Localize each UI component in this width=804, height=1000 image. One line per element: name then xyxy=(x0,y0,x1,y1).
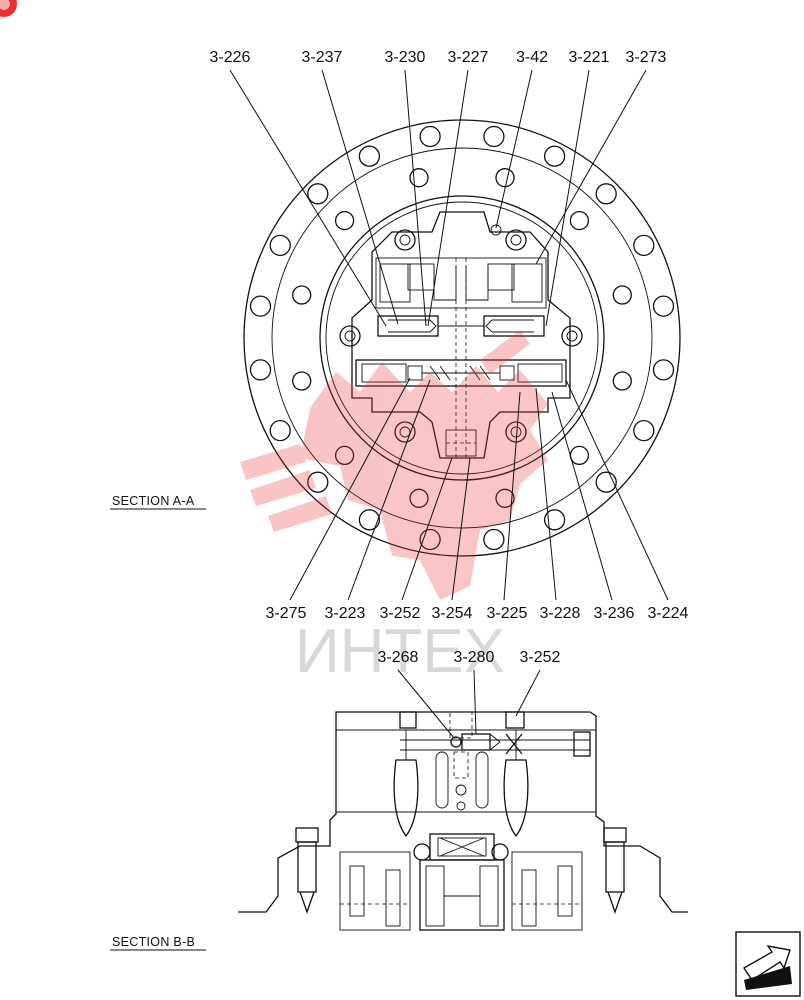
callout-label: 3-230 xyxy=(385,49,426,66)
callout-label: 3-225 xyxy=(487,605,528,622)
callout-label: 3-228 xyxy=(540,605,581,622)
watermark-text: ИНТЕХ xyxy=(295,617,505,686)
bolt-hole xyxy=(483,125,505,148)
bolt-hole xyxy=(495,488,515,508)
bolt-hole xyxy=(419,528,441,551)
section-b-drawing xyxy=(238,711,688,931)
bolt-hole xyxy=(569,210,590,231)
bottom-callouts: 3-275 3-223 3-252 3-254 3-225 3-228 3-23… xyxy=(266,605,689,622)
bolt-hole xyxy=(307,471,329,493)
callout-label: 3-42 xyxy=(516,49,548,66)
red-badge-icon xyxy=(0,0,17,17)
bolt-hole xyxy=(652,295,675,317)
bolt-hole xyxy=(249,295,272,317)
bolt-hole xyxy=(269,419,291,442)
bolt-hole xyxy=(543,509,566,531)
bolt-hole xyxy=(358,145,381,167)
watermark-logo xyxy=(240,330,548,600)
bolt-hole xyxy=(569,445,590,466)
bolt-hole xyxy=(612,371,632,391)
callout-label: 3-237 xyxy=(302,49,343,66)
bolt-hole xyxy=(483,528,505,551)
section-a-label: SECTION A-A xyxy=(112,494,195,508)
section-b-label: SECTION B-B xyxy=(112,935,195,949)
bolt-hole xyxy=(358,509,381,531)
bolt-hole xyxy=(334,445,355,466)
bolt-hole xyxy=(595,471,617,493)
bolt-hole xyxy=(409,168,429,188)
bolt-hole xyxy=(543,145,566,167)
bottom-leader-lines xyxy=(289,377,669,601)
callout-label: 3-252 xyxy=(380,605,421,622)
next-page-arrow-icon[interactable] xyxy=(735,931,801,997)
section-a-drawing xyxy=(243,119,681,557)
callout-label: 3-273 xyxy=(626,49,667,66)
callout-label: 3-280 xyxy=(454,649,495,666)
body-bolts xyxy=(339,224,583,443)
bolt-hole xyxy=(249,359,272,381)
flange-bolt-holes xyxy=(249,125,675,551)
section-b-callouts: 3-268 3-280 3-252 xyxy=(378,649,561,739)
bolt-hole xyxy=(292,285,312,305)
bolt-hole xyxy=(612,285,632,305)
bolt-hole xyxy=(292,371,312,391)
bolt-hole xyxy=(419,125,441,148)
bolt-hole xyxy=(409,488,429,508)
callout-label: 3-254 xyxy=(432,605,473,622)
callout-label: 3-224 xyxy=(648,605,689,622)
callout-label: 3-226 xyxy=(210,49,251,66)
bolt-hole xyxy=(269,234,291,257)
bolt-hole xyxy=(495,168,515,188)
callout-label: 3-223 xyxy=(325,605,366,622)
bolt-hole xyxy=(652,359,675,381)
top-callouts: 3-226 3-237 3-230 3-227 3-42 3-221 3-273 xyxy=(210,49,667,66)
callout-label: 3-236 xyxy=(594,605,635,622)
bolt-hole xyxy=(633,234,655,257)
top-leader-lines xyxy=(229,69,647,327)
bolt-hole xyxy=(307,183,329,205)
callout-label: 3-268 xyxy=(378,649,419,666)
callout-label: 3-252 xyxy=(520,649,561,666)
bolt-hole xyxy=(334,210,355,231)
callout-label: 3-221 xyxy=(569,49,610,66)
callout-label: 3-227 xyxy=(448,49,489,66)
callout-label: 3-275 xyxy=(266,605,307,622)
bolt-hole xyxy=(633,419,655,442)
bolt-hole xyxy=(595,183,617,205)
